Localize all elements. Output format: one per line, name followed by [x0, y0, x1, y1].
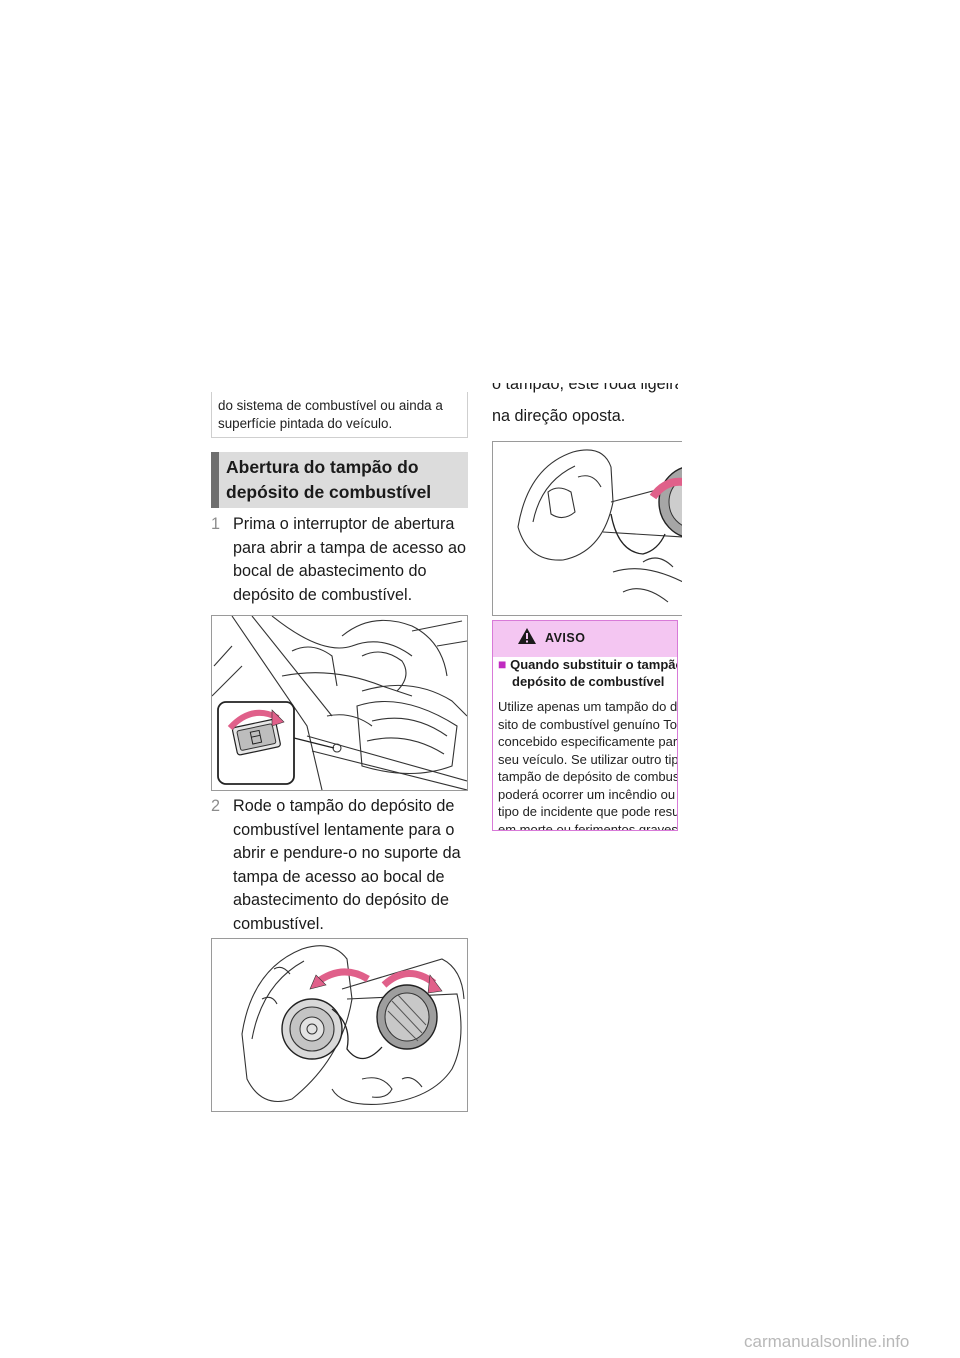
section-title-line-1: Abertura do tampão do	[226, 457, 419, 477]
step-2-line-4: tampa de acesso ao bocal de	[233, 867, 445, 886]
cap-hanging-illustration	[517, 449, 682, 603]
square-bullet-icon: ■	[498, 656, 507, 672]
section-heading: Abertura do tampão do depósito de combus…	[211, 452, 468, 508]
step-2-line-1: Rode o tampão do depósito de	[233, 797, 455, 815]
step-1-line-1: Prima o interruptor de abertura	[233, 515, 455, 533]
warning-box: AVISO ■ Quando substituir o tampão do de…	[492, 620, 678, 831]
step-2-line-2: combustível lentamente para o	[233, 820, 455, 839]
step-1-line-2: para abrir a tampa de acesso ao	[233, 538, 467, 557]
step-1: 1 Prima o interruptor de abertura para a…	[211, 513, 471, 607]
remove-cap-illustration	[241, 945, 465, 1105]
note-line-2: superfície pintada do veículo.	[218, 416, 393, 431]
step-1-line-3: bocal de abastecimento do	[233, 562, 427, 580]
warning-triangle-icon	[518, 628, 536, 644]
warning-subtitle: ■ Quando substituir o tampão do depósito…	[498, 656, 677, 689]
warning-title: AVISO	[545, 631, 586, 645]
warning-body: Utilize apenas um tampão do depó- sito d…	[498, 699, 678, 831]
step-number: 2	[211, 797, 221, 815]
note-box: do sistema de combustível ou ainda a sup…	[211, 392, 468, 438]
figure-remove-cap	[211, 938, 468, 1112]
step-2-line-3: abrir e pendure-o no suporte da	[233, 844, 461, 862]
warning-header: AVISO	[493, 621, 677, 657]
figure-cap-hanging	[492, 441, 682, 616]
step-2-line-5: abastecimento do depósito de	[233, 891, 449, 909]
step-2-line-6: combustível.	[233, 914, 324, 933]
section-title-line-2: depósito de combustível	[226, 482, 432, 502]
column2-cut-line: o tampão, este roda ligeiramente	[492, 383, 678, 393]
column2-line-2: na direção oposta.	[492, 407, 626, 425]
step-2: 2 Rode o tampão do depósito de combustív…	[211, 795, 471, 936]
note-line-1: do sistema de combustível ou ainda a	[218, 398, 443, 413]
step-1-line-4: depósito de combustível.	[233, 585, 413, 604]
watermark: carmanualsonline.info	[744, 1332, 910, 1351]
figure-opener-switch	[211, 615, 468, 791]
opener-switch-illustration	[212, 616, 467, 790]
step-number: 1	[211, 515, 221, 533]
